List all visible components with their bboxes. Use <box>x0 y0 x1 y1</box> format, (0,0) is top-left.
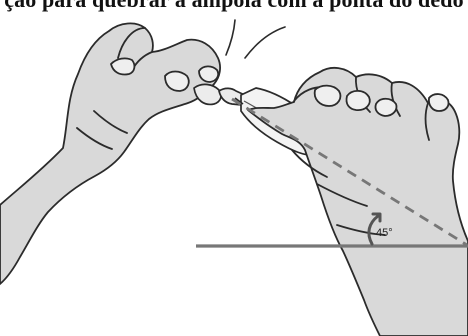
left-hand-icon <box>0 22 221 285</box>
angle-guides <box>196 97 468 248</box>
right-hand-icon <box>247 66 468 336</box>
instruction-caption: ção para quebrar a ampola com a ponta do… <box>0 0 468 13</box>
snap-lines-icon <box>225 19 286 59</box>
angle-arc-arrow-icon <box>367 212 382 246</box>
dashed-angle-line <box>231 97 468 247</box>
angle-label: 45° <box>376 227 393 239</box>
